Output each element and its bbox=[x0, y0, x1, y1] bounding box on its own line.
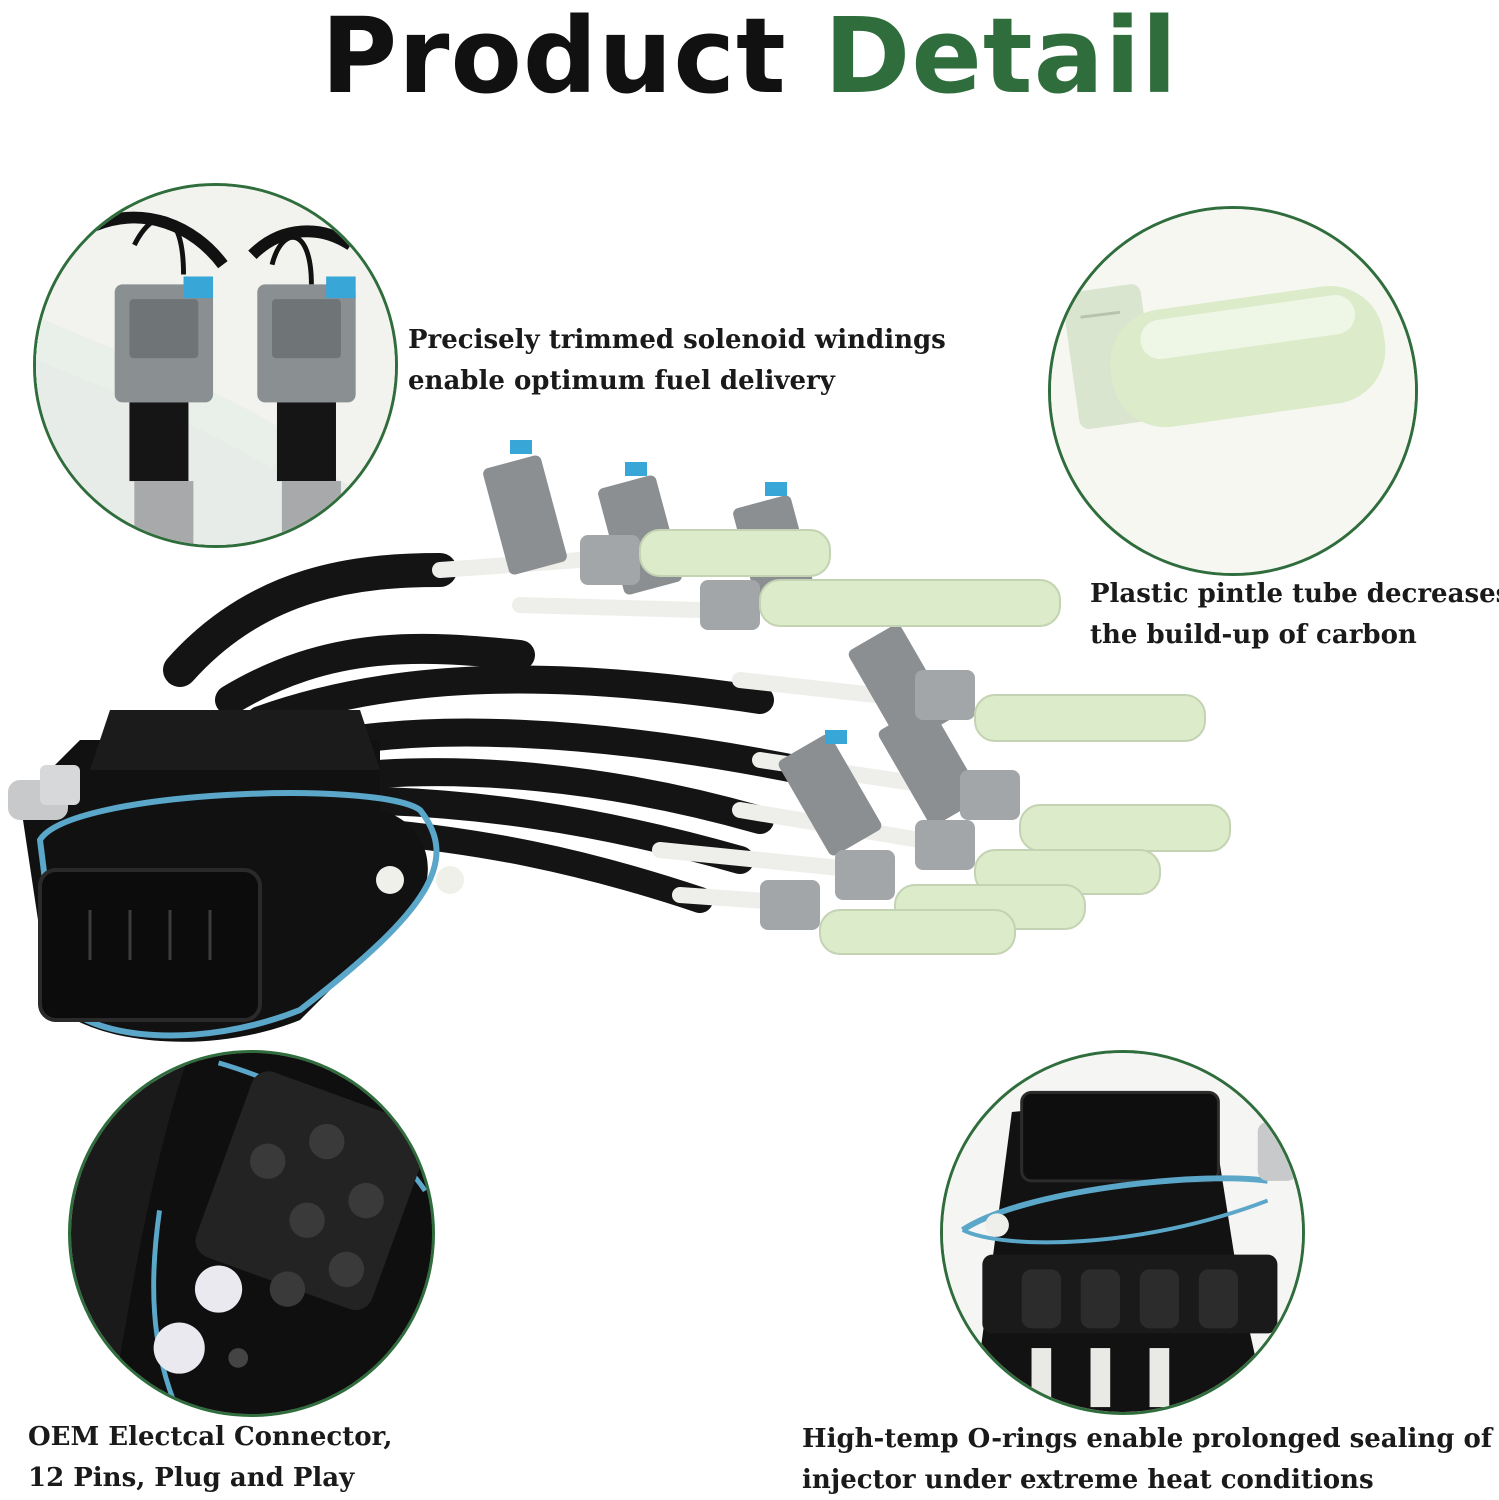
title-word-detail: Detail bbox=[823, 0, 1179, 117]
electrical-connector-illustration bbox=[71, 1053, 432, 1414]
page-title: Product Detail bbox=[0, 0, 1499, 120]
title-word-product: Product bbox=[320, 0, 787, 117]
feature-caption-pintle-line1: Plastic pintle tube decreases bbox=[1090, 579, 1499, 609]
feature-caption-o-rings-line2: injector under extreme heat conditions bbox=[802, 1465, 1374, 1495]
detail-circle-solenoid-connectors bbox=[33, 183, 398, 548]
feature-caption-solenoid: Precisely trimmed solenoid windings enab… bbox=[408, 320, 946, 402]
feature-caption-o-rings-line1: High-temp O-rings enable prolonged seali… bbox=[802, 1424, 1493, 1454]
detail-circle-pintle-tube bbox=[1048, 206, 1418, 576]
o-ring-seal-illustration bbox=[943, 1053, 1302, 1412]
feature-caption-o-rings: High-temp O-rings enable prolonged seali… bbox=[802, 1419, 1492, 1500]
detail-circle-electrical-connector bbox=[68, 1050, 435, 1417]
feature-caption-solenoid-line1: Precisely trimmed solenoid windings bbox=[408, 325, 946, 355]
feature-caption-connector-line2: 12 Pins, Plug and Play bbox=[28, 1463, 355, 1493]
connector-closeup-illustration bbox=[36, 186, 395, 545]
fuel-injector-harness-illustration bbox=[8, 440, 1231, 1042]
feature-caption-connector-line1: OEM Electcal Connector, bbox=[28, 1422, 393, 1452]
detail-circle-o-rings bbox=[940, 1050, 1305, 1415]
feature-caption-pintle-line2: the build-up of carbon bbox=[1090, 620, 1417, 650]
feature-caption-pintle: Plastic pintle tube decreases the build-… bbox=[1090, 574, 1499, 656]
feature-caption-connector: OEM Electcal Connector, 12 Pins, Plug an… bbox=[28, 1417, 392, 1499]
pintle-tube-illustration bbox=[1051, 209, 1415, 573]
feature-caption-solenoid-line2: enable optimum fuel delivery bbox=[408, 366, 835, 396]
fuel-injector-harness-image bbox=[0, 440, 1260, 1060]
